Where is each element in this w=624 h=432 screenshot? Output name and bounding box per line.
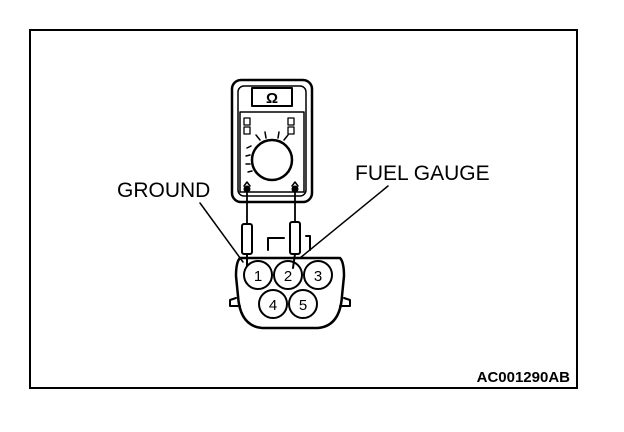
meter-indicator-left	[243, 117, 251, 126]
terminal-mark-left	[243, 181, 251, 187]
probe-tip-fuel-gauge	[292, 253, 296, 269]
test-leads	[241, 190, 301, 269]
leader-line-fuel-gauge	[299, 185, 389, 259]
meter-panel	[239, 111, 305, 193]
fuel-gauge-label: FUEL GAUGE	[355, 162, 490, 185]
meter-indicator-right	[287, 117, 295, 126]
leader-line-ground	[199, 202, 244, 263]
pin-cavity-1	[243, 260, 273, 290]
pin-label-4: 4	[269, 297, 277, 314]
pin-label-5: 5	[299, 297, 307, 314]
pin-label-1: 1	[254, 268, 262, 285]
connector: 1 2 3 4 5	[229, 235, 351, 330]
terminal-mark-right	[291, 181, 299, 187]
pin-cavity-3	[303, 260, 333, 290]
meter-inner-bezel	[237, 85, 307, 197]
ground-label: GROUND	[117, 179, 210, 202]
connector-lock-tab-right	[305, 235, 311, 251]
connector-ear-left	[229, 297, 241, 307]
connector-lock-tab	[267, 237, 285, 251]
pin-cavity-2	[273, 260, 303, 290]
figure-frame	[29, 29, 578, 389]
connector-housing	[234, 256, 346, 330]
meter-indicator-right-2	[287, 126, 295, 135]
probe-fuel-gauge	[289, 221, 301, 255]
meter-display	[251, 87, 293, 107]
ohm-symbol: Ω	[266, 90, 278, 107]
meter-indicator-left-2	[243, 126, 251, 135]
probe-ground	[241, 223, 253, 255]
pin-label-2: 2	[284, 268, 292, 285]
pin-label-3: 3	[314, 268, 322, 285]
pin-cavity-4	[258, 289, 288, 319]
meter-selector-dial[interactable]	[250, 138, 294, 182]
pin-cavity-5	[288, 289, 318, 319]
dial-tick-marks-top	[255, 131, 289, 141]
dial-tick-marks	[245, 145, 253, 173]
ohmmeter: Ω	[230, 78, 314, 204]
meter-body	[230, 78, 314, 204]
connector-ear-right	[339, 297, 351, 307]
figure-code: AC001290AB	[477, 369, 571, 386]
